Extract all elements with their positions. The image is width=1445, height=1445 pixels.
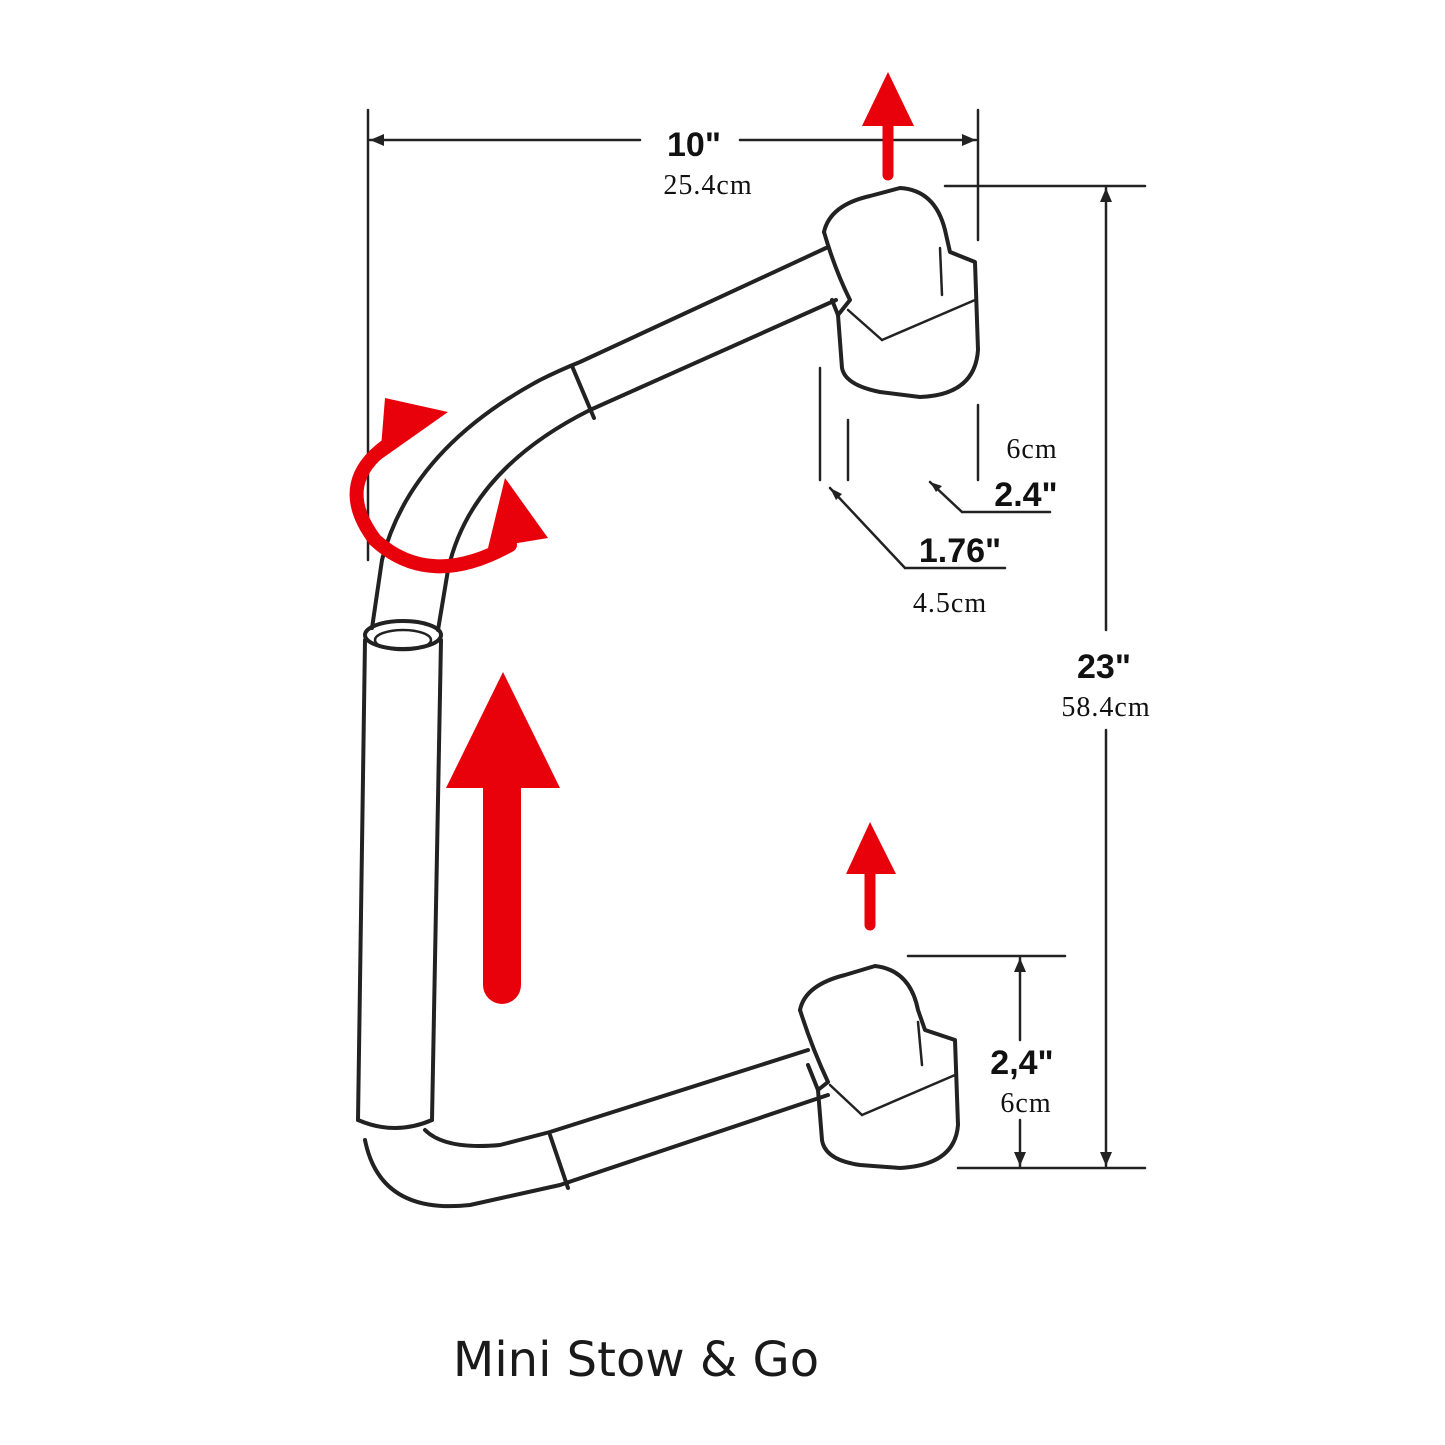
up-arrow-icon (846, 822, 896, 931)
mount-width-cm-label: 4.5cm (913, 588, 987, 619)
bottom-depth-cm-label: 6cm (1000, 1088, 1051, 1119)
width-dimension: 10" 25.4cm (366, 108, 980, 562)
top-mount-callouts: 6cm 2.4" 1.76" 4.5cm (818, 366, 1058, 619)
height-inch-label: 23" (1077, 648, 1131, 686)
top-depth-inch-label: 2.4" (994, 476, 1057, 514)
mount-width-inch-label: 1.76" (919, 532, 1001, 570)
top-depth-cm-label: 6cm (1006, 434, 1057, 465)
bottom-mount-callouts: 2,4" 6cm (906, 954, 1067, 1168)
up-arrow-icon (446, 672, 560, 1004)
bottom-depth-inch-label: 2,4" (990, 1044, 1053, 1082)
grab-bar-illustration (356, 186, 980, 1209)
height-dimension: 23" 58.4cm (943, 184, 1150, 1170)
rotate-arrow-icon (349, 398, 548, 574)
product-caption: Mini Stow & Go (453, 1332, 819, 1388)
width-cm-label: 25.4cm (663, 170, 752, 201)
up-arrow-icon (862, 72, 914, 181)
width-inch-label: 10" (667, 126, 721, 164)
height-cm-label: 58.4cm (1061, 692, 1150, 723)
